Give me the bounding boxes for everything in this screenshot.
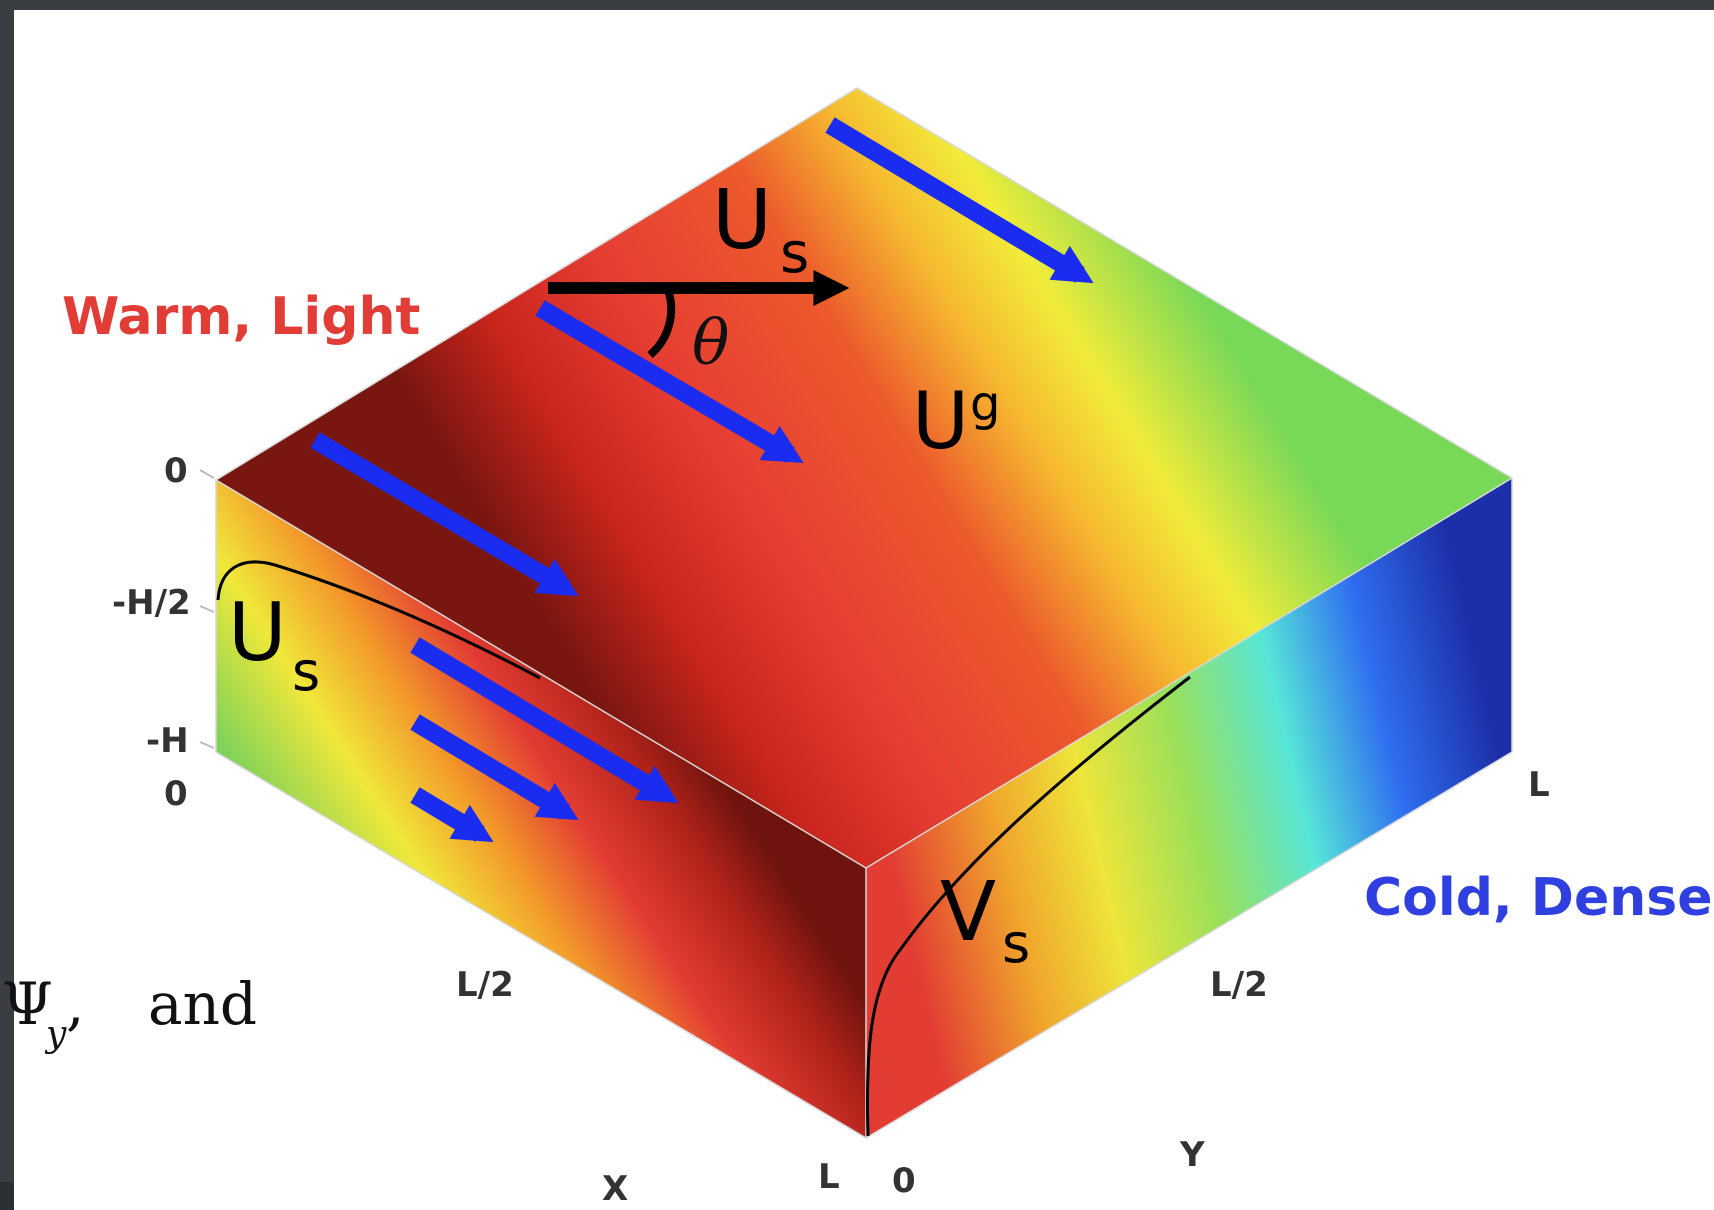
y-axis-label: Y (1179, 1135, 1205, 1175)
x-axis-label: X (602, 1169, 628, 1209)
formula-and: and (148, 970, 257, 1038)
box-edges (215, 87, 1514, 1139)
y-tick-0: 0 (892, 1161, 916, 1201)
ug-arrow-top-mid (535, 300, 804, 464)
vs-subscript: s (1002, 912, 1030, 975)
z-axis-ticks (199, 469, 215, 749)
us-profile-curve (216, 560, 541, 680)
us-arrow-depth-1 (410, 637, 679, 804)
us-left-label: U (228, 586, 287, 679)
theta-arc (647, 288, 676, 359)
right-face (866, 478, 1512, 1138)
ug-superscript: g (970, 376, 1000, 432)
us-top-subscript: s (780, 221, 809, 286)
y-tick-l: L (1528, 765, 1550, 805)
us-arrow-depth-2 (410, 714, 579, 821)
slide-corner-block (0, 1182, 14, 1210)
y-tick-l-half: L/2 (1210, 965, 1268, 1005)
theta-label: θ (692, 306, 729, 379)
z-tick-0: 0 (164, 451, 188, 491)
us-left-subscript: s (292, 640, 320, 703)
vs-label: V (940, 865, 996, 960)
x-tick-0: 0 (164, 774, 188, 814)
us-top-label: U (712, 173, 772, 268)
ug-arrow-top-right (825, 117, 1094, 284)
vs-profile-curve (865, 675, 1191, 1137)
x-tick-l-half: L/2 (456, 965, 514, 1005)
cold-dense-label: Cold, Dense (1364, 868, 1712, 928)
z-tick-h-half: -H/2 (112, 583, 191, 623)
warm-light-label: Warm, Light (62, 287, 420, 347)
formula-comma: , (66, 970, 84, 1038)
x-tick-l: L (818, 1157, 840, 1197)
us-arrow-depth-3 (410, 787, 494, 843)
z-tick-h: -H (146, 721, 189, 761)
formula-psi-subscript: y (44, 1014, 67, 1055)
formula-psi: Ψ (2, 970, 53, 1038)
ug-label: U (912, 377, 969, 467)
ug-arrow-top-left (310, 432, 579, 597)
